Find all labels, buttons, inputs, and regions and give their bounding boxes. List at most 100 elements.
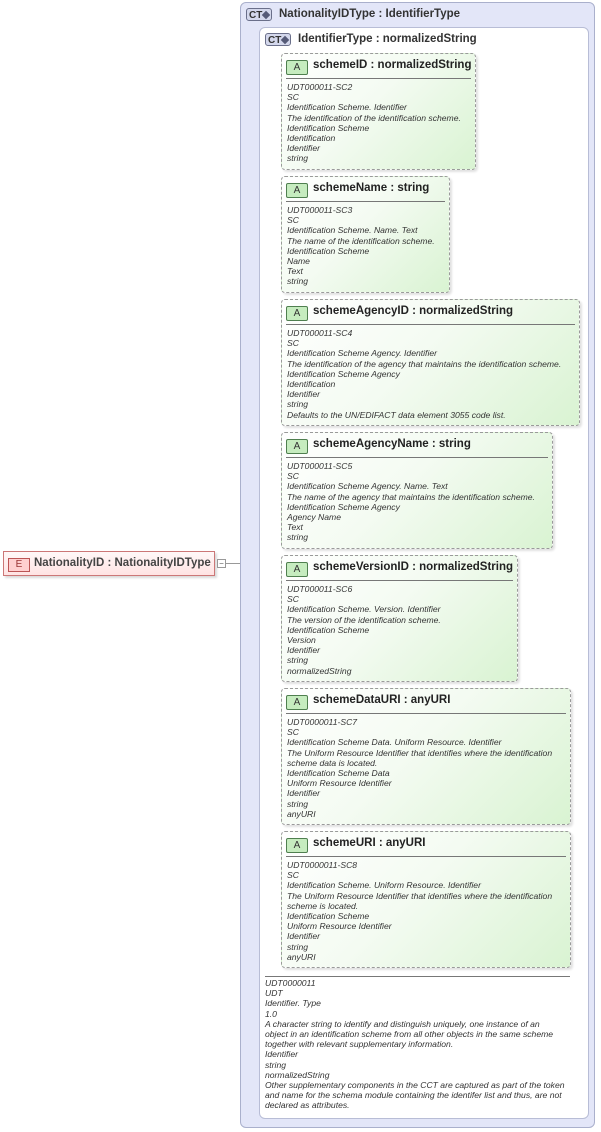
- doc-line: Identifier: [287, 788, 320, 799]
- doc-line: string: [287, 276, 309, 287]
- attribute-badge: A: [286, 60, 308, 75]
- doc-line: anyURI: [287, 808, 316, 819]
- attribute-badge: A: [286, 183, 308, 198]
- doc-line: string: [265, 1059, 287, 1070]
- inner-ct-title: IdentifierType : normalizedString: [298, 33, 477, 45]
- doc-line: The version of the identification scheme…: [287, 614, 441, 625]
- doc-line: Identifier: [287, 931, 320, 942]
- doc-line: Identification Scheme: [287, 911, 370, 922]
- attribute-title: schemeID : normalizedString: [313, 59, 472, 71]
- attribute-box-schemeagencyname[interactable]: A schemeAgencyName : string UDT000011-SC…: [281, 432, 553, 549]
- doc-line: UDT: [265, 988, 283, 999]
- doc-line: Uniform Resource Identifier: [287, 778, 392, 789]
- doc-line: UDT000011-SC4: [287, 328, 353, 338]
- doc-line: Identifier: [287, 645, 320, 656]
- doc-line: Text: [287, 266, 303, 277]
- doc-line: anyURI: [287, 951, 316, 962]
- outer-ct-title: NationalityIDType : IdentifierType: [279, 8, 461, 20]
- divider: [286, 324, 575, 325]
- doc-line: UDT000011-SC5: [287, 461, 353, 471]
- doc-line: Identification Scheme: [287, 624, 370, 635]
- collapse-toggle-icon[interactable]: −: [217, 559, 226, 568]
- doc-line: SC: [287, 727, 299, 738]
- doc-line: string: [287, 941, 309, 952]
- doc-line: normalizedString: [287, 665, 352, 676]
- doc-line: string: [287, 798, 309, 809]
- doc-line: Name: [287, 256, 310, 267]
- attribute-documentation: UDT000011-SC6 SC Identification Scheme. …: [287, 584, 441, 676]
- attribute-box-schemename[interactable]: A schemeName : string UDT000011-SC3 SC I…: [281, 176, 450, 293]
- attribute-box-schemedatauri[interactable]: A schemeDataURI : anyURI UDT0000011-SC7 …: [281, 688, 571, 825]
- doc-line: string: [287, 399, 309, 410]
- element-title: NationalityID : NationalityIDType: [34, 557, 211, 569]
- doc-line: SC: [287, 870, 299, 881]
- doc-line: A character string to identify and disti…: [265, 1018, 554, 1050]
- doc-line: UDT0000011-SC8: [287, 860, 358, 870]
- doc-line: The name of the agency that maintains th…: [287, 491, 535, 502]
- attribute-title: schemeName : string: [313, 182, 430, 194]
- attribute-badge: A: [286, 695, 308, 710]
- doc-line: Identifier. Type: [265, 998, 321, 1009]
- element-nationalityid[interactable]: E NationalityID : NationalityIDType: [3, 551, 215, 576]
- doc-line: SC: [287, 594, 299, 605]
- doc-line: The name of the identification scheme.: [287, 235, 435, 246]
- attribute-badge: A: [286, 306, 308, 321]
- doc-line: Identification Scheme. Name. Text: [287, 225, 418, 236]
- doc-line: normalizedString: [265, 1069, 330, 1080]
- doc-line: Other supplementary components in the CC…: [265, 1080, 565, 1111]
- attribute-box-schemeid[interactable]: A schemeID : normalizedString UDT000011-…: [281, 53, 476, 170]
- attribute-box-schemeagencyid[interactable]: A schemeAgencyID : normalizedString UDT0…: [281, 299, 580, 426]
- attribute-documentation: UDT000011-SC2 SC Identification Scheme. …: [287, 82, 461, 164]
- attribute-box-schemeuri[interactable]: A schemeURI : anyURI UDT0000011-SC8 SC I…: [281, 831, 571, 968]
- divider: [286, 856, 566, 857]
- doc-line: Identification Scheme Agency. Name. Text: [287, 481, 448, 492]
- doc-line: Identification Scheme Agency: [287, 501, 400, 512]
- doc-line: SC: [287, 92, 299, 103]
- doc-line: SC: [287, 471, 299, 482]
- attribute-documentation: UDT000011-SC5 SC Identification Scheme A…: [287, 461, 535, 543]
- attribute-title: schemeURI : anyURI: [313, 837, 426, 849]
- doc-line: Identifier: [287, 143, 320, 154]
- attribute-badge: A: [286, 439, 308, 454]
- doc-line: The identification of the identification…: [287, 112, 461, 123]
- doc-line: string: [287, 153, 309, 164]
- doc-line: Identification Scheme Data: [287, 768, 390, 779]
- doc-line: Identification Scheme: [287, 245, 370, 256]
- doc-line: Uniform Resource Identifier: [287, 921, 392, 932]
- ct-diamond-icon: [261, 10, 271, 20]
- doc-line: SC: [287, 215, 299, 226]
- attribute-title: schemeAgencyName : string: [313, 438, 471, 450]
- element-badge: E: [8, 558, 30, 572]
- divider: [286, 201, 445, 202]
- attribute-documentation: UDT000011-SC4 SC Identification Scheme A…: [287, 328, 561, 420]
- attribute-badge: A: [286, 838, 308, 853]
- doc-line: string: [287, 655, 309, 666]
- doc-line: Identification Scheme. Uniform Resource.…: [287, 880, 481, 891]
- doc-line: 1.0: [265, 1008, 277, 1019]
- doc-line: Identification: [287, 133, 336, 144]
- doc-line: Identification Scheme Agency. Identifier: [287, 348, 437, 359]
- doc-line: Identification Scheme Agency: [287, 368, 400, 379]
- attribute-documentation: UDT0000011-SC8 SC Identification Scheme.…: [287, 860, 567, 962]
- connector-element-to-ct: [226, 563, 240, 564]
- inner-ct-documentation: UDT0000011 UDT Identifier. Type 1.0 A ch…: [265, 978, 583, 1111]
- doc-line: UDT0000011-SC7: [287, 717, 358, 727]
- doc-line: Defaults to the UN/EDIFACT data element …: [287, 409, 506, 420]
- attribute-title: schemeAgencyID : normalizedString: [313, 305, 514, 317]
- ct-badge: CT: [265, 33, 291, 46]
- doc-line: Version: [287, 635, 316, 646]
- attribute-badge: A: [286, 562, 308, 577]
- attribute-box-schemeversionid[interactable]: A schemeVersionID : normalizedString UDT…: [281, 555, 518, 682]
- doc-line: Identification Scheme. Identifier: [287, 102, 407, 113]
- attribute-documentation: UDT0000011-SC7 SC Identification Scheme …: [287, 717, 567, 819]
- ct-doc-divider: [265, 976, 570, 977]
- ct-badge-label: CT: [268, 35, 282, 46]
- doc-line: The Uniform Resource Identifier that ide…: [287, 890, 553, 911]
- doc-line: UDT000011-SC3: [287, 205, 353, 215]
- ct-badge: CT: [246, 8, 272, 21]
- doc-line: Identifier: [265, 1049, 298, 1060]
- doc-line: The identification of the agency that ma…: [287, 358, 562, 369]
- doc-line: Identification: [287, 379, 336, 390]
- doc-line: string: [287, 532, 309, 543]
- doc-line: UDT000011-SC6: [287, 584, 353, 594]
